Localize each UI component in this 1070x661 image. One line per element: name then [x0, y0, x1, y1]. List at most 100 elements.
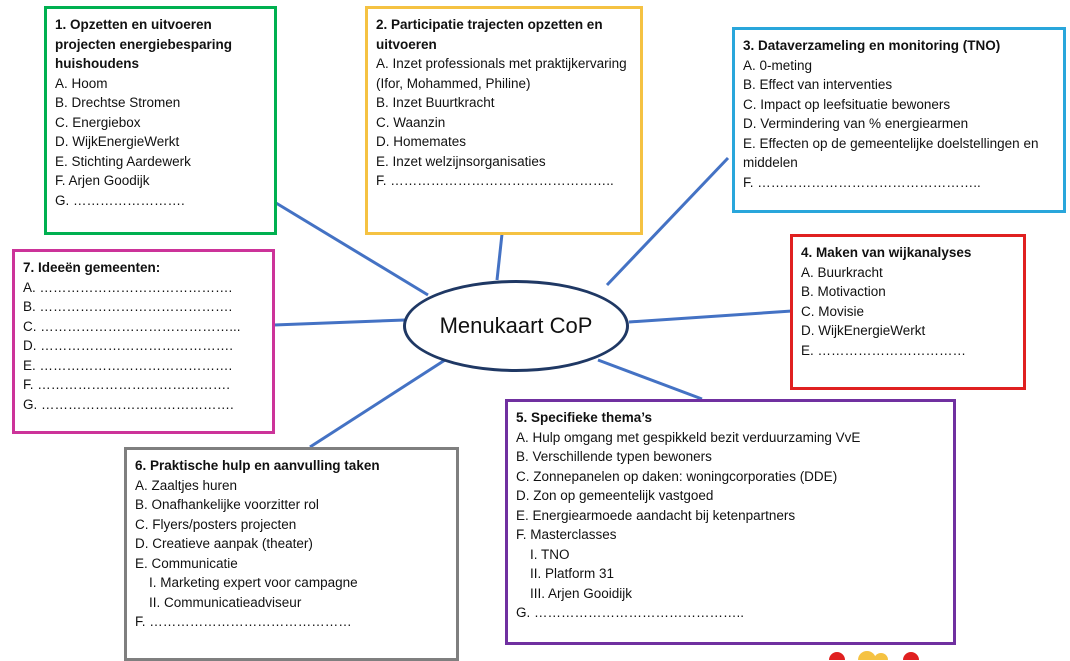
list-item-text: A. Buurkracht — [801, 264, 883, 280]
list-item-text: D. Homemates — [376, 134, 467, 149]
center-ellipse: Menukaart CoP — [403, 280, 629, 372]
list-item-text: G. ……………………………………….. — [516, 605, 745, 620]
box-title: 6. Praktische hulp en aanvulling taken — [135, 458, 380, 473]
list-item-text: E. Effecten op de gemeentelijke doelstel… — [743, 135, 1039, 171]
list-item-text: G. ……………………. — [55, 192, 185, 208]
list-item-text: F. ……………………………………. — [23, 377, 231, 392]
sub-list-item: I. TNO — [530, 546, 570, 562]
sub-list-item: II. Platform 31 — [530, 566, 615, 581]
item-list: A. Hulp omgang met gespikkeld bezit verd… — [516, 428, 945, 623]
list-item: D. ……………………………………. — [23, 336, 264, 356]
connector-b2 — [495, 233, 504, 281]
list-item: C. Energiebox — [55, 113, 266, 133]
list-item: D. WijkEnergieWerkt — [801, 321, 1015, 341]
list-item: D. Zon op gemeentelijk vastgoed — [516, 486, 945, 506]
list-item-text: F. ………………………………………….. — [376, 173, 614, 188]
list-item-text: B. Effect van interventies — [743, 77, 893, 92]
list-item: C. Movisie — [801, 302, 1015, 322]
list-item: C. Flyers/posters projecten — [135, 515, 448, 535]
list-item: D. Vermindering van % energiearmen — [743, 114, 1055, 134]
list-item: F. ……………………………………. — [23, 375, 264, 395]
list-item-text: D. WijkEnergieWerkt — [55, 134, 180, 149]
list-item-text: B. Motivaction — [801, 284, 886, 299]
item-list: A. Inzet professionals met praktijkervar… — [376, 54, 632, 191]
list-item: D. Creatieve aanpak (theater) — [135, 534, 448, 554]
item-list: A. 0-meting B. Effect van interventies C. … — [743, 56, 1055, 193]
list-item-text: C. Movisie — [801, 303, 865, 319]
list-item-text: D. Vermindering van % energiearmen — [743, 116, 969, 131]
box-title: 2. Participatie trajecten opzetten en ui… — [376, 17, 603, 52]
list-item-text: C. Waanzin — [376, 114, 446, 130]
list-item: E. Inzet welzijnsorganisaties — [376, 152, 632, 172]
list-item: A. Hulp omgang met gespikkeld bezit verd… — [516, 428, 945, 448]
list-item: F. ………………………………………….. — [743, 173, 1055, 193]
list-item-text: D. ……………………………………. — [23, 338, 234, 353]
list-item-text: C. ……………………………………... — [23, 318, 241, 334]
list-item: C. ……………………………………... — [23, 317, 264, 337]
connector-b3 — [605, 156, 730, 287]
list-item-text: A. Hulp omgang met gespikkeld bezit verd… — [516, 429, 861, 445]
list-item-text: C. Flyers/posters projecten — [135, 516, 297, 532]
list-item-text: G. ……………………………………. — [23, 396, 234, 412]
list-item: F. ……………………………………… — [135, 612, 448, 632]
list-item-text: C. Energiebox — [55, 114, 141, 130]
sub-list-item: I. Marketing expert voor campagne — [149, 575, 358, 590]
list-item: A. Hoom — [55, 74, 266, 94]
list-item-text: F. ………………………………………….. — [743, 174, 981, 190]
list-item: E. ……………………………………. — [23, 356, 264, 376]
box-title: 5. Specifieke thema’s — [516, 410, 653, 425]
list-item-text: C. Zonnepanelen op daken: woningcorporat… — [516, 468, 838, 484]
list-item-text: E. Stichting Aardewerk — [55, 153, 191, 169]
list-item: B. Effect van interventies — [743, 75, 1055, 95]
box-2-participatie: 2. Participatie trajecten opzetten en ui… — [365, 6, 643, 235]
list-item: B. Onafhankelijke voorzitter rol — [135, 495, 448, 515]
list-item: E. …………………………… — [801, 341, 1015, 361]
list-item: E. Communicatie I. Marketing expert voor … — [135, 554, 448, 613]
box-title: 4. Maken van wijkanalyses — [801, 245, 972, 260]
list-item-text: B. Onafhankelijke voorzitter rol — [135, 497, 319, 512]
list-item-text: E. Communicatie — [135, 555, 238, 571]
list-item: A. 0-meting — [743, 56, 1055, 76]
list-item: A. ……………………………………. — [23, 278, 264, 298]
list-item-text: A. Inzet professionals met praktijkervar… — [376, 56, 627, 91]
list-item: B. Inzet Buurtkracht — [376, 93, 632, 113]
list-item-text: F. Arjen Goodijk — [55, 173, 150, 188]
list-item-text: D. Creatieve aanpak (theater) — [135, 536, 313, 551]
list-item: B. Verschillende typen bewoners — [516, 447, 945, 467]
list-item: E. Stichting Aardewerk — [55, 152, 266, 172]
list-item: C. Impact op leefsituatie bewoners — [743, 95, 1055, 115]
list-item: G. ……………………………………. — [23, 395, 264, 415]
list-item-text: A. Hoom — [55, 75, 108, 91]
sub-list-item: III. Arjen Gooidijk — [530, 585, 633, 601]
list-item: B. ……………………………………. — [23, 297, 264, 317]
list-item: F. Masterclasses I. TNO II. Platform 31 III… — [516, 525, 945, 603]
box-5-specifieke-themas: 5. Specifieke thema’s A. Hulp omgang met … — [505, 399, 956, 645]
list-item: F. ………………………………………….. — [376, 171, 632, 191]
list-item-text: A. Zaaltjes huren — [135, 477, 238, 493]
list-item-text: E. Energiearmoede aandacht bij ketenpart… — [516, 507, 796, 523]
list-item-text: C. Impact op leefsituatie bewoners — [743, 96, 951, 112]
flower-decoration-icon — [829, 651, 919, 660]
list-item-text: D. WijkEnergieWerkt — [801, 323, 926, 338]
list-item-text: F. Masterclasses — [516, 527, 617, 542]
center-label: Menukaart CoP — [439, 313, 593, 338]
box-3-dataverzameling: 3. Dataverzameling en monitoring (TNO)A.… — [732, 27, 1066, 213]
list-item: B. Motivaction — [801, 282, 1015, 302]
list-item-text: A. ……………………………………. — [23, 279, 233, 295]
list-item: A. Zaaltjes huren — [135, 476, 448, 496]
list-item-text: E. Inzet welzijnsorganisaties — [376, 153, 546, 169]
list-item-text: E. …………………………… — [801, 342, 967, 358]
list-item: A. Inzet professionals met praktijkervar… — [376, 54, 632, 93]
list-item-text: B. Inzet Buurtkracht — [376, 95, 495, 110]
box-title: 7. Ideeën gemeenten: — [23, 260, 161, 275]
connector-b6 — [309, 358, 446, 449]
connector-b1 — [275, 201, 429, 297]
list-item: E. Effecten op de gemeentelijke doelstel… — [743, 134, 1055, 173]
list-item-text: A. 0-meting — [743, 57, 813, 73]
list-item: C. Waanzin — [376, 113, 632, 133]
list-item-text: B. Drechtse Stromen — [55, 95, 181, 110]
